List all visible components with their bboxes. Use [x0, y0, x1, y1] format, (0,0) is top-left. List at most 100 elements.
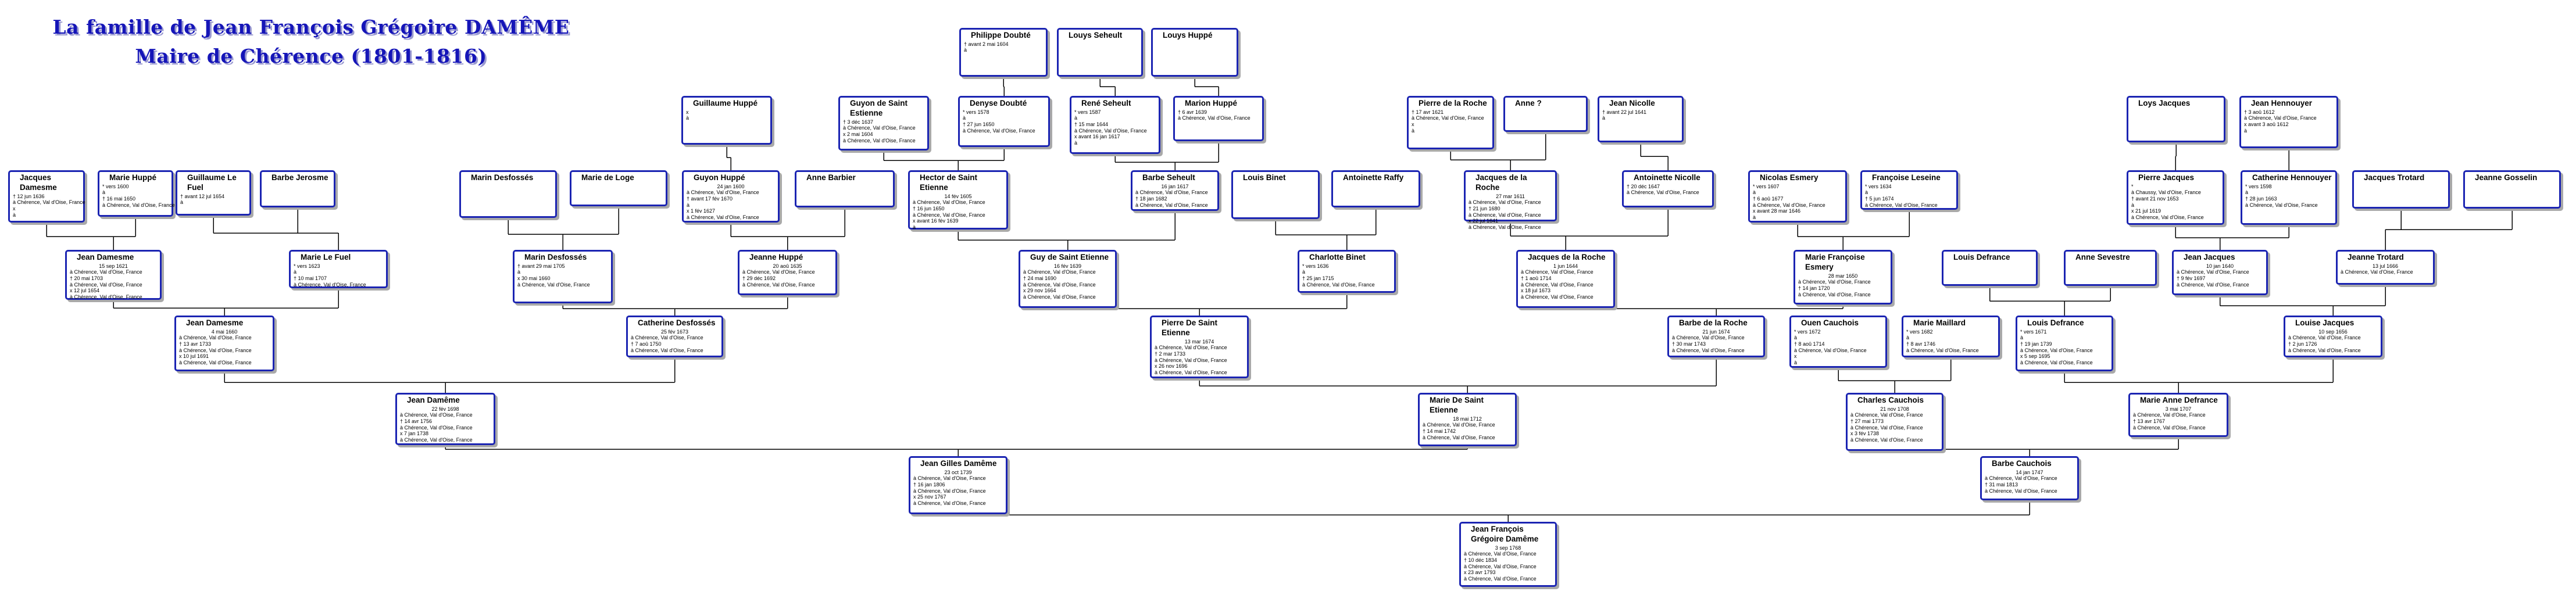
person-name: Nicolas Esmery [1760, 173, 1818, 182]
person-detail-line: à Chérence, Val d'Oise, France [1155, 357, 1227, 363]
person-detail-line: à Chérence, Val d'Oise, France [1135, 202, 1208, 208]
person-box-marin_desfosses_sr[interactable]: Marin Desfossés [459, 170, 557, 218]
person-box-loys_jacques[interactable]: Loys Jacques [2127, 96, 2225, 142]
person-detail-line: à Chérence, Val d'Oise, France [2288, 335, 2361, 341]
person-detail-line: † 27 jun 1650 [963, 121, 995, 128]
person-detail-line: à Chérence, Val d'Oise, France [2177, 269, 2249, 275]
person-detail-line: * [2131, 183, 2134, 189]
person-detail-line: † 14 jan 1720 [1798, 285, 1830, 291]
person-detail-line: 28 mar 1650 [1828, 273, 1858, 279]
person-detail-line: à Chérence, Val d'Oise, France [2133, 424, 2206, 431]
person-detail-line: à Chérence, Val d'Oise, France [2133, 412, 2206, 418]
person-box-jeanne_gosselin[interactable]: Jeanne Gosselin [2463, 170, 2561, 209]
person-box-louys_huppe[interactable]: Louys Huppé [1151, 28, 1238, 77]
chart-title: La famille de Jean François Grégoire DAM… [23, 13, 599, 70]
person-box-antoinette_raffy[interactable]: Antoinette Raffy [1331, 170, 1420, 207]
person-detail-line: à [1753, 189, 1756, 196]
person-name: Jean Hennouyer [2251, 99, 2313, 107]
person-detail-line: x 2 mai 1604 [843, 131, 873, 137]
person-box-louis_binet[interactable]: Louis Binet [1231, 170, 1320, 219]
person-detail-line: † avant 21 nov 1653 [2131, 196, 2179, 202]
person-detail-line: * vers 1671 [2020, 328, 2047, 335]
person-detail-line: 21 nov 1708 [1880, 406, 1909, 412]
person-detail-line: à Chérence, Val d'Oise, France [742, 269, 815, 275]
person-detail-line: à Chérence, Val d'Oise, France [963, 127, 1035, 134]
person-box-barbe_jerosme[interactable]: Barbe Jerosme [260, 170, 335, 207]
person-detail-line: à [964, 47, 967, 53]
person-detail-line: à Chérence, Val d'Oise, France [1850, 424, 1923, 431]
person-detail-line: à Chérence, Val d'Oise, France [1753, 202, 1825, 208]
person-name: Jean Damême [407, 396, 460, 404]
person-detail-line: x 25 nov 1767 [913, 494, 946, 500]
person-box-pierre_jacques[interactable]: Pierre Jacques*à Chaussy, Val d'Oise, Fr… [2127, 170, 2224, 225]
person-box-jacques_trotard[interactable]: Jacques Trotard [2352, 170, 2450, 209]
person-detail-line: x 21 jul 1619 [2131, 208, 2161, 214]
person-box-anne_barbier[interactable]: Anne Barbier [795, 170, 895, 207]
person-detail-line: à [1753, 214, 1756, 220]
person-box-marie_de_loge[interactable]: Marie de Loge [570, 170, 667, 206]
person-box-anne_q[interactable]: Anne ? [1503, 96, 1588, 132]
person-name: Jacques Damesme [20, 173, 57, 192]
person-name: Antoinette Nicolle [1634, 173, 1700, 182]
person-detail-line: 13 jul 1666 [2372, 263, 2399, 269]
person-detail-line: à Chérence, Val d'Oise, France [1302, 281, 1375, 288]
person-box-anne_sevestre[interactable]: Anne Sevestre [2064, 250, 2157, 286]
person-detail-line: à Chérence, Val d'Oise, France [1906, 347, 1979, 353]
person-detail-line: x 22 jul 1641 [1469, 218, 1499, 224]
person-detail-line: à Chérence, Val d'Oise, France [631, 335, 703, 341]
person-detail-line: † 6 aoû 1677 [1753, 196, 1784, 202]
person-name: Guy de Saint Etienne [1030, 253, 1109, 261]
person-box-louys_seheult[interactable]: Louys Seheult [1057, 28, 1143, 77]
person-box-louis_defrance4[interactable]: Louis Defrance [1942, 250, 2038, 286]
person-detail-line: à Chérence, Val d'Oise, France [1464, 551, 1537, 557]
person-name: Guyon de Saint Estienne [850, 99, 908, 117]
person-detail-line: † 31 mai 1813 [1985, 482, 2018, 488]
person-name: Marie Anne Defrance [2140, 396, 2218, 404]
